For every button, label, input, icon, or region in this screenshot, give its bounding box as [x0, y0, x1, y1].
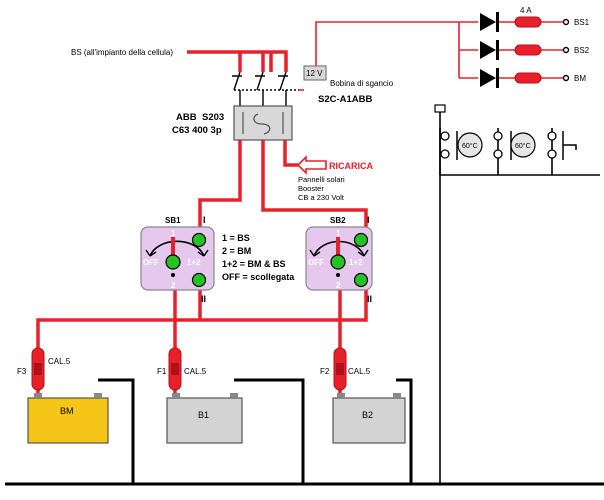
sb1-roman-bottom: II	[201, 294, 206, 304]
thermostat-contacts	[434, 104, 577, 160]
svg-text:1: 1	[171, 229, 176, 238]
battery-bm: BM	[27, 393, 109, 444]
diode-2	[480, 40, 499, 60]
output-bm: BM	[574, 74, 586, 83]
fuse-f1-name: F1	[157, 367, 167, 376]
battery-b2: B2	[332, 393, 406, 444]
diode-1	[480, 12, 499, 32]
sb1-label: SB1	[165, 216, 181, 225]
charge-source-2: Booster	[298, 184, 324, 193]
fuse-f1-rating: CAL.5	[184, 367, 207, 376]
sb2-roman-bottom: II	[367, 294, 372, 304]
breaker-model: S203	[202, 112, 224, 123]
coil-model: S2C-A1ABB	[318, 94, 373, 105]
legend-line-3: 1+2 = BM & BS	[222, 259, 286, 269]
sb2-label: SB2	[330, 216, 346, 225]
circuit-breaker	[232, 50, 299, 141]
fuse-f2	[333, 347, 347, 391]
output-fuses	[514, 16, 542, 84]
thermostat-1-icon: 60°C	[457, 132, 483, 158]
breaker-brand: ABB	[176, 112, 197, 123]
svg-text:OFF: OFF	[308, 258, 324, 267]
fuse-f1	[168, 347, 182, 391]
output-terminals	[562, 18, 570, 82]
trip-coil: 12 V	[303, 65, 327, 81]
battery-switch-sb2: 1 OFF 1+2 2	[305, 226, 373, 291]
control-lines	[439, 108, 600, 484]
battery-switch-sb1: 1 OFF 1+2 2	[140, 226, 215, 291]
sb1-roman-top: I	[203, 215, 206, 225]
output-bs2: BS2	[574, 46, 590, 55]
coil-label: Bobina di sgancio	[330, 79, 394, 88]
ground-wires	[5, 378, 604, 486]
svg-text:1: 1	[336, 229, 341, 238]
fuse-f3	[31, 347, 45, 391]
charge-source-3: CB a 230 Volt	[298, 193, 345, 202]
svg-text:60°C: 60°C	[462, 142, 478, 150]
svg-text:OFF: OFF	[143, 258, 159, 267]
svg-text:1+2: 1+2	[187, 258, 201, 267]
svg-text:2: 2	[336, 281, 341, 290]
sb2-roman-top: I	[367, 215, 370, 225]
fuse-f3-rating: CAL.5	[48, 357, 71, 366]
svg-text:60°C: 60°C	[515, 142, 531, 150]
recharge-label: RICARICA	[329, 161, 373, 171]
feed-label: BS (all'impianto della cellula)	[71, 48, 173, 57]
svg-text:1+2: 1+2	[349, 258, 363, 267]
fuse-f2-rating: CAL.5	[348, 367, 371, 376]
legend-line-2: 2 = BM	[222, 246, 251, 256]
switch-legend: 1 = BS 2 = BM 1+2 = BM & BS OFF = scolle…	[222, 233, 295, 282]
fuse-f3-name: F3	[17, 367, 27, 376]
legend-line-4: OFF = scollegata	[222, 272, 295, 282]
battery-b2-label: B2	[362, 410, 373, 420]
svg-text:12 V: 12 V	[306, 69, 323, 78]
breaker-rating: C63 400 3p	[172, 125, 222, 136]
fuse-rating-label: 4 A	[520, 6, 532, 15]
charge-source-1: Pannelli solari	[298, 175, 345, 184]
battery-b1-label: B1	[198, 410, 209, 420]
output-bs1: BS1	[574, 18, 590, 27]
diode-3	[480, 68, 499, 88]
battery-bm-label: BM	[60, 406, 74, 416]
recharge-arrow-icon	[296, 155, 327, 175]
svg-text:2: 2	[171, 281, 176, 290]
red-wires	[36, 50, 368, 398]
fuse-f2-name: F2	[320, 367, 330, 376]
thermostat-2-icon: 60°C	[510, 132, 536, 158]
coil-wires	[299, 21, 564, 91]
legend-line-1: 1 = BS	[222, 233, 250, 243]
battery-b1: B1	[166, 393, 243, 444]
